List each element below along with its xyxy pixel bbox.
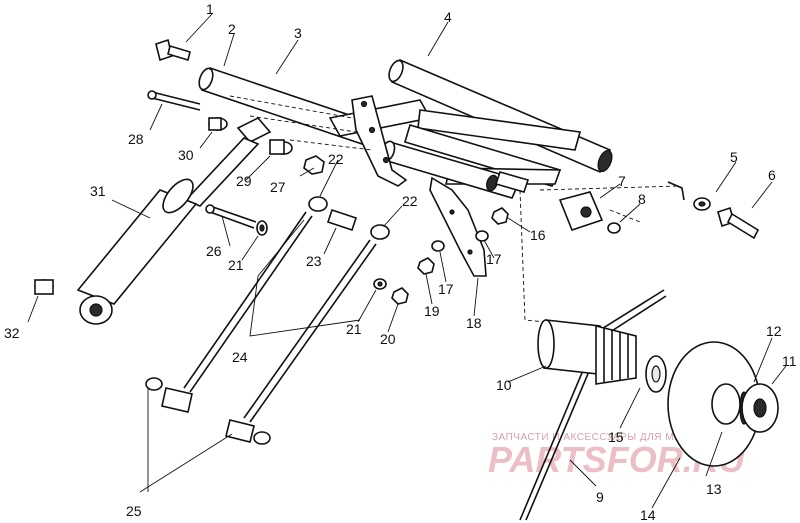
label-21b: 21 [346, 321, 362, 337]
label-23: 23 [306, 253, 322, 269]
label-13: 13 [706, 481, 722, 497]
callout-labels: 1 2 3 4 5 6 7 8 9 10 11 12 13 14 15 16 1… [4, 1, 797, 523]
label-6: 6 [768, 167, 776, 183]
label-15: 15 [608, 429, 624, 445]
label-32: 32 [4, 325, 20, 341]
label-3: 3 [294, 25, 302, 41]
spring-and-wheel [519, 289, 779, 521]
label-22a: 22 [328, 151, 344, 167]
link-rods [145, 211, 377, 445]
label-1: 1 [206, 1, 214, 17]
label-25: 25 [126, 503, 142, 519]
label-11: 11 [782, 353, 797, 369]
label-24: 24 [232, 349, 248, 365]
label-8: 8 [638, 191, 646, 207]
label-10: 10 [496, 377, 512, 393]
shock-absorber [34, 117, 272, 325]
swing-arm-frame [198, 58, 681, 323]
label-14: 14 [640, 507, 656, 523]
label-18: 18 [466, 315, 482, 331]
label-4: 4 [444, 9, 452, 25]
label-7: 7 [618, 173, 626, 189]
label-30: 30 [178, 147, 194, 163]
label-28: 28 [128, 131, 144, 147]
label-20: 20 [380, 331, 396, 347]
label-16: 16 [530, 227, 546, 243]
label-17b: 17 [438, 281, 454, 297]
label-31: 31 [90, 183, 106, 199]
label-12: 12 [766, 323, 782, 339]
bracket-18 [429, 176, 487, 277]
leader-lines [27, 13, 787, 509]
label-27: 27 [270, 179, 286, 195]
label-5: 5 [730, 149, 738, 165]
label-17a: 17 [486, 251, 502, 267]
label-26: 26 [206, 243, 222, 259]
label-9: 9 [596, 489, 604, 505]
watermark-caption: ЗАПЧАСТИ И АКСЕССУАРЫ ДЛЯ МОТОТЕХНИКИ [492, 432, 747, 443]
hardware [147, 38, 760, 305]
label-21a: 21 [228, 257, 244, 273]
label-19: 19 [424, 303, 440, 319]
label-29: 29 [236, 173, 252, 189]
label-2: 2 [228, 21, 236, 37]
label-22b: 22 [402, 193, 418, 209]
